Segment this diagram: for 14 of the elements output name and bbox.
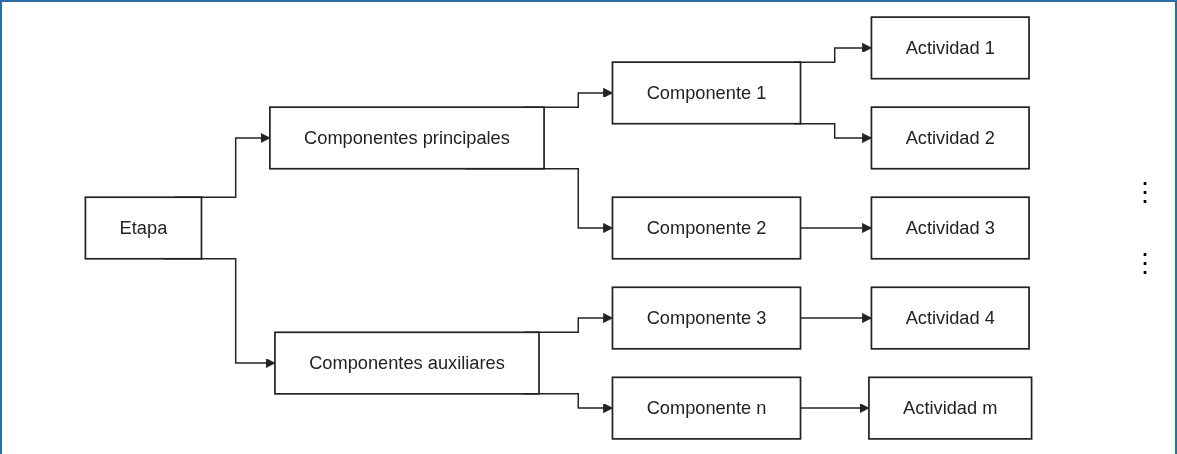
node-box: Componente 2 <box>611 196 802 260</box>
node-box: Etapa <box>84 196 203 260</box>
node-box: Componentes auxiliares <box>274 331 540 395</box>
ellipsis-mark: ⋮ <box>1132 177 1158 208</box>
node-box: Actividad 2 <box>870 106 1030 170</box>
node-box: Componente n <box>611 376 802 440</box>
node-box: Actividad 1 <box>870 16 1030 80</box>
node-box: Componente 3 <box>611 286 802 350</box>
ellipsis-mark: ⋮ <box>1132 248 1158 279</box>
node-box: Actividad 3 <box>870 196 1030 260</box>
node-box: Componentes principales <box>269 106 545 170</box>
node-box: Actividad m <box>868 376 1033 440</box>
node-box: Actividad 4 <box>870 286 1030 350</box>
node-box: Componente 1 <box>611 61 802 125</box>
